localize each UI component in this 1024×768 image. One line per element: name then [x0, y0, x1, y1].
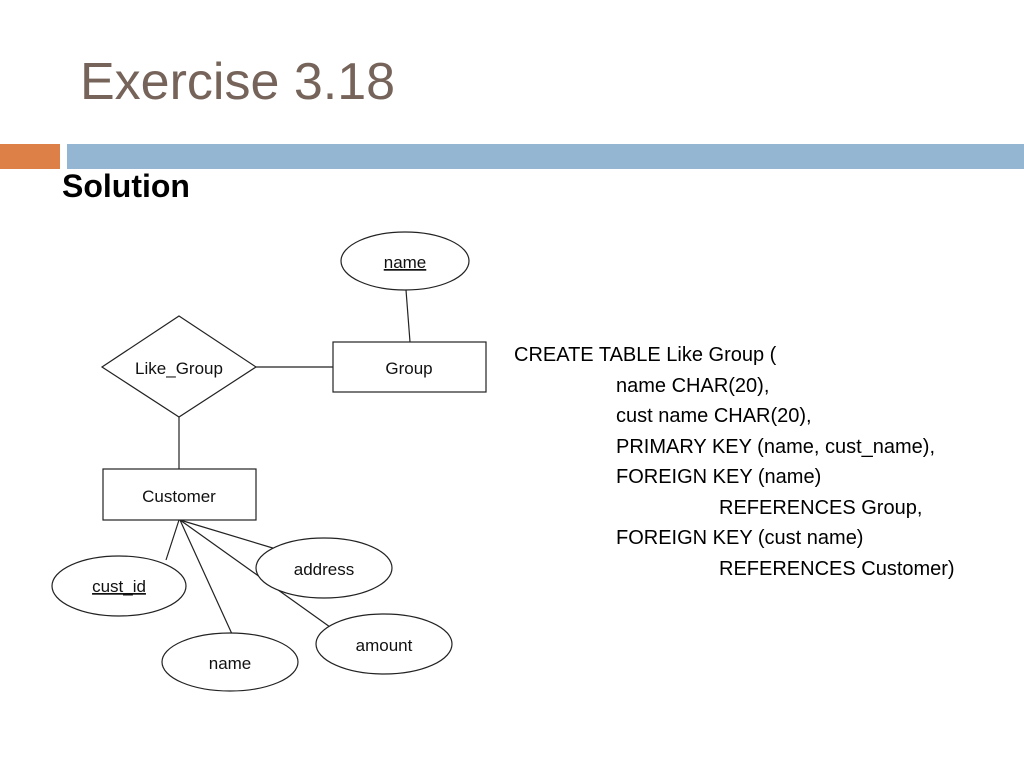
- sql-line: REFERENCES Customer): [719, 557, 955, 580]
- slide-subtitle: Solution: [62, 168, 190, 204]
- sql-line: cust name CHAR(20),: [616, 405, 812, 427]
- header-bar: [67, 144, 1024, 169]
- line-customer-address: [179, 519, 277, 550]
- sql-line: CREATE TABLE Like Group (: [514, 344, 777, 366]
- attribute-cust-id-label: cust_id: [92, 577, 146, 596]
- slide-title: Exercise 3.18: [80, 53, 396, 111]
- attribute-amount: amount: [315, 613, 453, 675]
- attribute-amount-label: amount: [356, 636, 413, 655]
- attribute-customer-name-label: name: [209, 654, 252, 673]
- attribute-cust-id: cust_id: [51, 555, 187, 617]
- sql-line: REFERENCES Group,: [719, 496, 923, 519]
- attribute-group-name: name: [340, 231, 470, 291]
- attribute-address-label: address: [294, 560, 354, 579]
- line-customer-custid: [165, 519, 180, 561]
- relationship-like-group: Like_Group: [100, 315, 258, 418]
- sql-line: PRIMARY KEY (name, cust_name),: [616, 435, 936, 458]
- line-group-name: [405, 289, 411, 343]
- accent-bar: [0, 144, 60, 169]
- attribute-address: address: [255, 537, 393, 599]
- sql-line: name CHAR(20),: [616, 374, 770, 397]
- attribute-group-name-label: name: [384, 253, 427, 272]
- sql-line: FOREIGN KEY (name): [616, 466, 822, 488]
- relationship-label: Like_Group: [135, 359, 223, 378]
- sql-line: FOREIGN KEY (cust name): [616, 527, 864, 549]
- entity-customer-label: Customer: [142, 487, 216, 506]
- line-customer-name: [179, 519, 233, 635]
- entity-group-label: Group: [385, 359, 432, 378]
- attribute-customer-name: name: [161, 632, 299, 692]
- entity-group: Group: [332, 341, 487, 393]
- line-customer-amount: [179, 519, 331, 628]
- entity-customer: Customer: [102, 468, 257, 521]
- sql-code-block: CREATE TABLE Like Group ( name CHAR(20),…: [514, 340, 994, 584]
